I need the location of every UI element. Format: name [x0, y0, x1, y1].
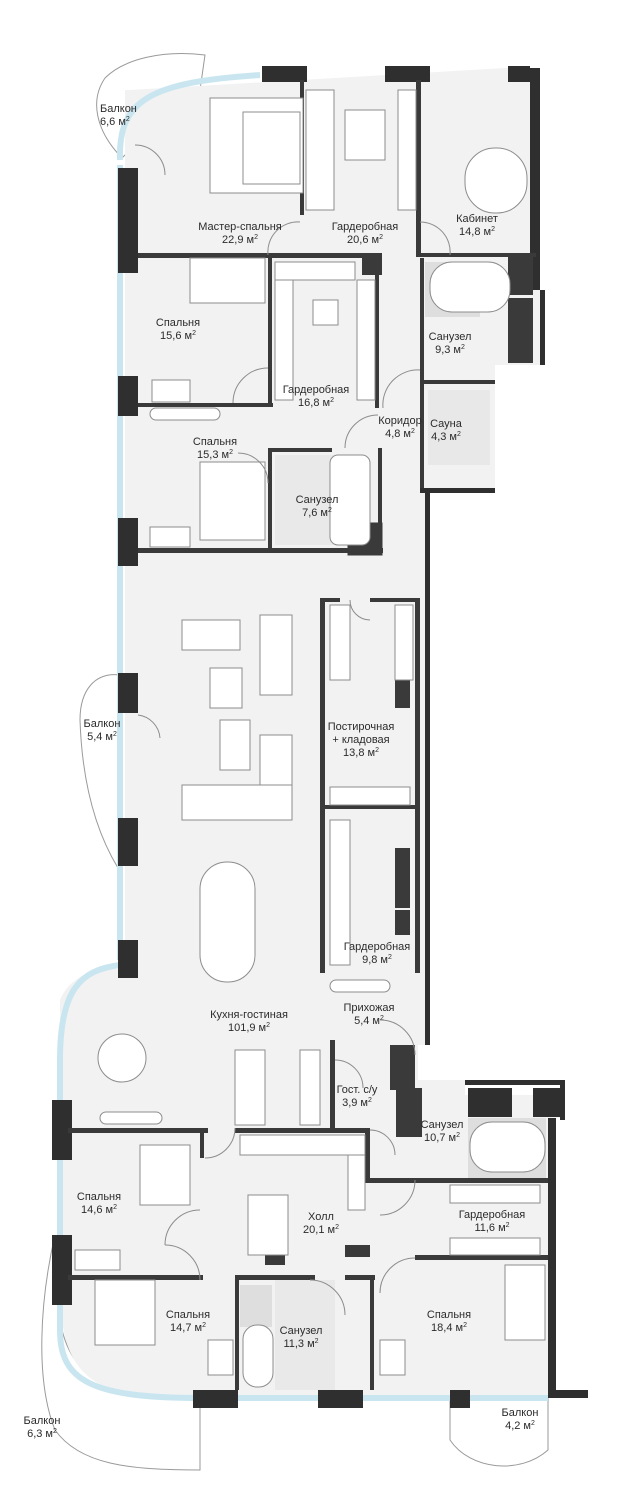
room-name: Спальня — [193, 436, 237, 448]
room-name: Спальня — [166, 1309, 210, 1321]
room-area: 14,6 м2 — [81, 1204, 117, 1216]
room-name: Гардеробная — [283, 384, 350, 396]
room-area: 4,3 м2 — [431, 431, 461, 443]
room-name: Кухня-гостиная — [210, 1009, 288, 1021]
room-name: + кладовая — [332, 734, 389, 746]
exterior-walls — [52, 66, 588, 1408]
room-area: 101,9 м2 — [228, 1022, 270, 1034]
furniture — [74, 97, 546, 1388]
room-name: Гардеробная — [332, 221, 399, 233]
room-name: Спальня — [156, 317, 200, 329]
room-name: Гост. с/у — [337, 1084, 378, 1096]
room-name: Спальня — [427, 1309, 471, 1321]
room-area: 22,9 м2 — [222, 234, 258, 246]
room-name: Прихожая — [344, 1002, 395, 1014]
room-area: 5,4 м2 — [87, 731, 117, 743]
room-name: Спальня — [77, 1191, 121, 1203]
room-area: 9,8 м2 — [362, 954, 392, 966]
room-area: 20,1 м2 — [303, 1224, 339, 1236]
room-name: Санузел — [429, 331, 472, 343]
room-area: 10,7 м2 — [424, 1132, 460, 1144]
room-area: 20,6 м2 — [347, 234, 383, 246]
room-label-guest-wc: Гост. с/у3,9 м2 — [337, 1084, 378, 1109]
room-area: 6,3 м2 — [27, 1428, 57, 1440]
room-area: 11,3 м2 — [283, 1338, 318, 1350]
room-name: Гардеробная — [344, 941, 411, 953]
room-name: Сауна — [430, 418, 463, 430]
room-area: 11,6 м2 — [474, 1222, 509, 1234]
room-name: Постирочная — [328, 721, 395, 733]
room-area: 16,8 м2 — [298, 397, 334, 409]
room-name: Гардеробная — [459, 1209, 526, 1221]
room-name: Балкон — [502, 1407, 539, 1419]
room-area: 5,4 м2 — [354, 1015, 384, 1027]
balcony-se-shape — [449, 1397, 549, 1467]
room-name: Кабинет — [456, 213, 498, 225]
room-area: 14,7 м2 — [170, 1322, 206, 1334]
room-name: Балкон — [24, 1415, 61, 1427]
room-name: Санузел — [280, 1325, 323, 1337]
door-swings — [134, 144, 451, 1316]
room-area: 13,8 м2 — [343, 747, 379, 759]
room-name: Балкон — [100, 103, 137, 115]
wardrobes — [239, 89, 541, 1256]
room-area: 15,3 м2 — [197, 449, 233, 461]
room-name: Мастер-спальня — [198, 221, 282, 233]
room-area: 4,8 м2 — [385, 428, 415, 440]
room-area: 9,3 м2 — [435, 344, 465, 356]
balcony-w-shape — [79, 674, 121, 870]
room-area: 18,4 м2 — [431, 1322, 467, 1334]
room-area: 14,8 м2 — [459, 226, 495, 238]
room-name: Холл — [308, 1211, 334, 1223]
room-name: Коридор — [378, 415, 421, 427]
room-area: 7,6 м2 — [302, 507, 332, 519]
room-area: 6,6 м2 — [100, 116, 130, 128]
room-area: 4,2 м2 — [505, 1420, 535, 1432]
room-name: Балкон — [84, 718, 121, 730]
room-name: Санузел — [421, 1119, 464, 1131]
room-area: 3,9 м2 — [342, 1097, 372, 1109]
room-name: Санузел — [296, 494, 339, 506]
room-area: 15,6 м2 — [160, 330, 196, 342]
